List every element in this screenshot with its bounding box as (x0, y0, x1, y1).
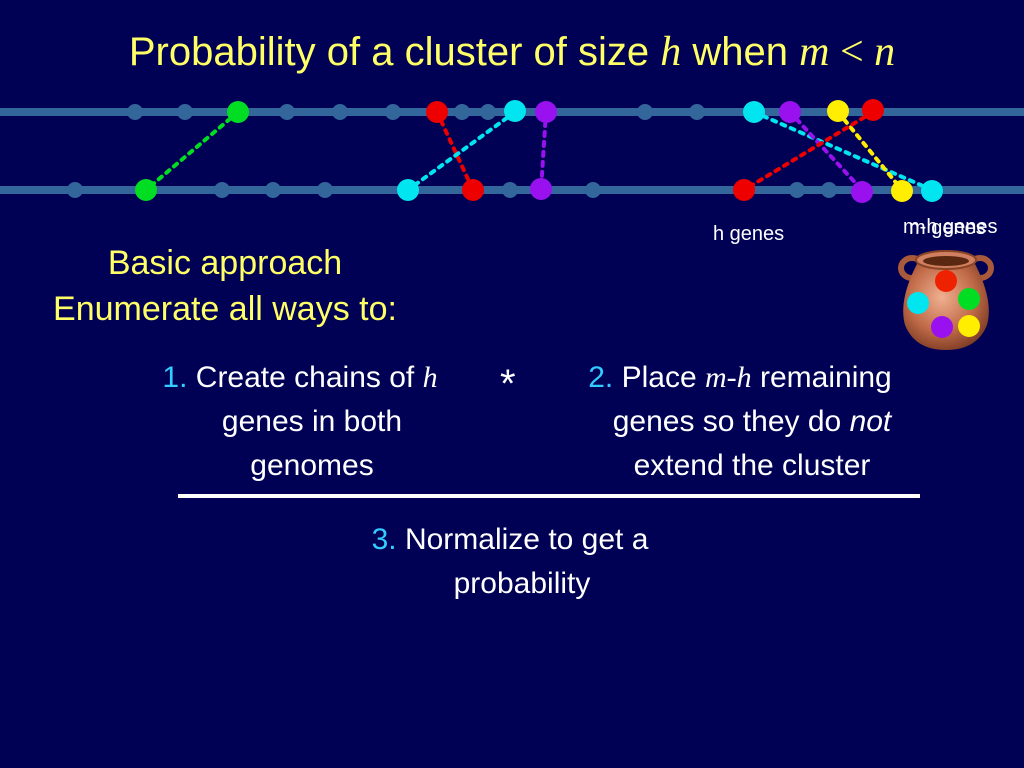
gene-purple-g1b (779, 101, 801, 123)
step-2-var: m-h (705, 361, 752, 394)
multiply-operator: * (500, 362, 516, 406)
link-red-2 (742, 110, 875, 192)
step-1-line-1: 1. Create chains of h (120, 356, 480, 400)
genome-1-markers (127, 104, 705, 120)
link-yellow (836, 110, 904, 192)
step-1-line-2: genes in both (221, 405, 403, 438)
title-operator: < (829, 29, 875, 75)
gene-links (144, 110, 934, 192)
title-prefix: Probability of a cluster of size (128, 30, 661, 74)
link-green (144, 110, 240, 192)
link-cyan-2 (752, 110, 934, 192)
gene-cyan-g1 (504, 100, 526, 122)
gene-cyan-g2b (921, 180, 943, 202)
title-mid: when (681, 30, 800, 74)
step-3-line-1: 3. Normalize to get a (330, 518, 690, 562)
link-red-1 (435, 110, 475, 192)
step-1-text: Create chains of (195, 361, 423, 394)
step-3-line-2: probability (453, 567, 591, 600)
gene-green-g1 (227, 101, 249, 123)
step-3: 3. Normalize to get a probability (330, 518, 690, 606)
step-2: 2. Place m-h remaining genes so they do … (540, 356, 940, 488)
step-3-text: Normalize to get a (404, 523, 649, 556)
approach-line-1: Basic approach (107, 244, 343, 282)
step-2-text-post: remaining (751, 361, 892, 394)
gene-cyan-g2 (397, 179, 419, 201)
gene-purple-g2 (530, 178, 552, 200)
step-1-line-3: genomes (250, 449, 374, 482)
basic-approach-heading: Basic approach Enumerate all ways to: (10, 240, 440, 332)
m-genes-label: m genes (909, 217, 986, 239)
step-2-number: 2. (588, 361, 614, 394)
step-1: 1. Create chains of h genes in both geno… (120, 356, 480, 488)
divider-rule (178, 494, 920, 498)
gene-red-g1b (862, 99, 884, 121)
gene-cyan-g1b (743, 101, 765, 123)
gene-green-g2 (135, 179, 157, 201)
genome-2-markers (67, 182, 837, 198)
genome-2-colored-genes (135, 178, 943, 203)
gene-yellow-g2 (891, 180, 913, 202)
title-var-m: m (799, 29, 830, 75)
gene-purple-g1 (535, 101, 557, 123)
step-2-emphasis: not (849, 405, 892, 438)
step-1-number: 1. (162, 361, 188, 394)
link-purple-1 (539, 110, 548, 192)
step-2-line-2-text: genes so they do (612, 405, 850, 438)
gene-red-g2 (462, 179, 484, 201)
step-2-line-3: extend the cluster (633, 449, 871, 482)
m-h-genes-label: m-h genes (903, 216, 998, 238)
step-2-line-2: genes so they do not (540, 400, 940, 444)
title-var-h: h (660, 29, 682, 75)
step-2-line-1: 2. Place m-h remaining (540, 356, 940, 400)
slide-title: Probability of a cluster of size h when … (0, 28, 1024, 76)
gene-yellow-g1 (827, 100, 849, 122)
gene-pot-icon (898, 250, 994, 350)
h-genes-label: h genes (713, 223, 785, 245)
step-2-text: Place (621, 361, 706, 394)
step-3-number: 3. (371, 523, 397, 556)
genome-1-colored-genes (227, 99, 884, 123)
gene-red-g2b (733, 179, 755, 201)
title-var-n: n (874, 29, 896, 75)
approach-line-2: Enumerate all ways to: (53, 290, 397, 328)
gene-purple-g2b (851, 181, 873, 203)
link-cyan-1 (406, 110, 517, 192)
link-purple-2 (788, 110, 864, 192)
step-1-var: h (422, 361, 438, 394)
gene-red-g1 (426, 101, 448, 123)
